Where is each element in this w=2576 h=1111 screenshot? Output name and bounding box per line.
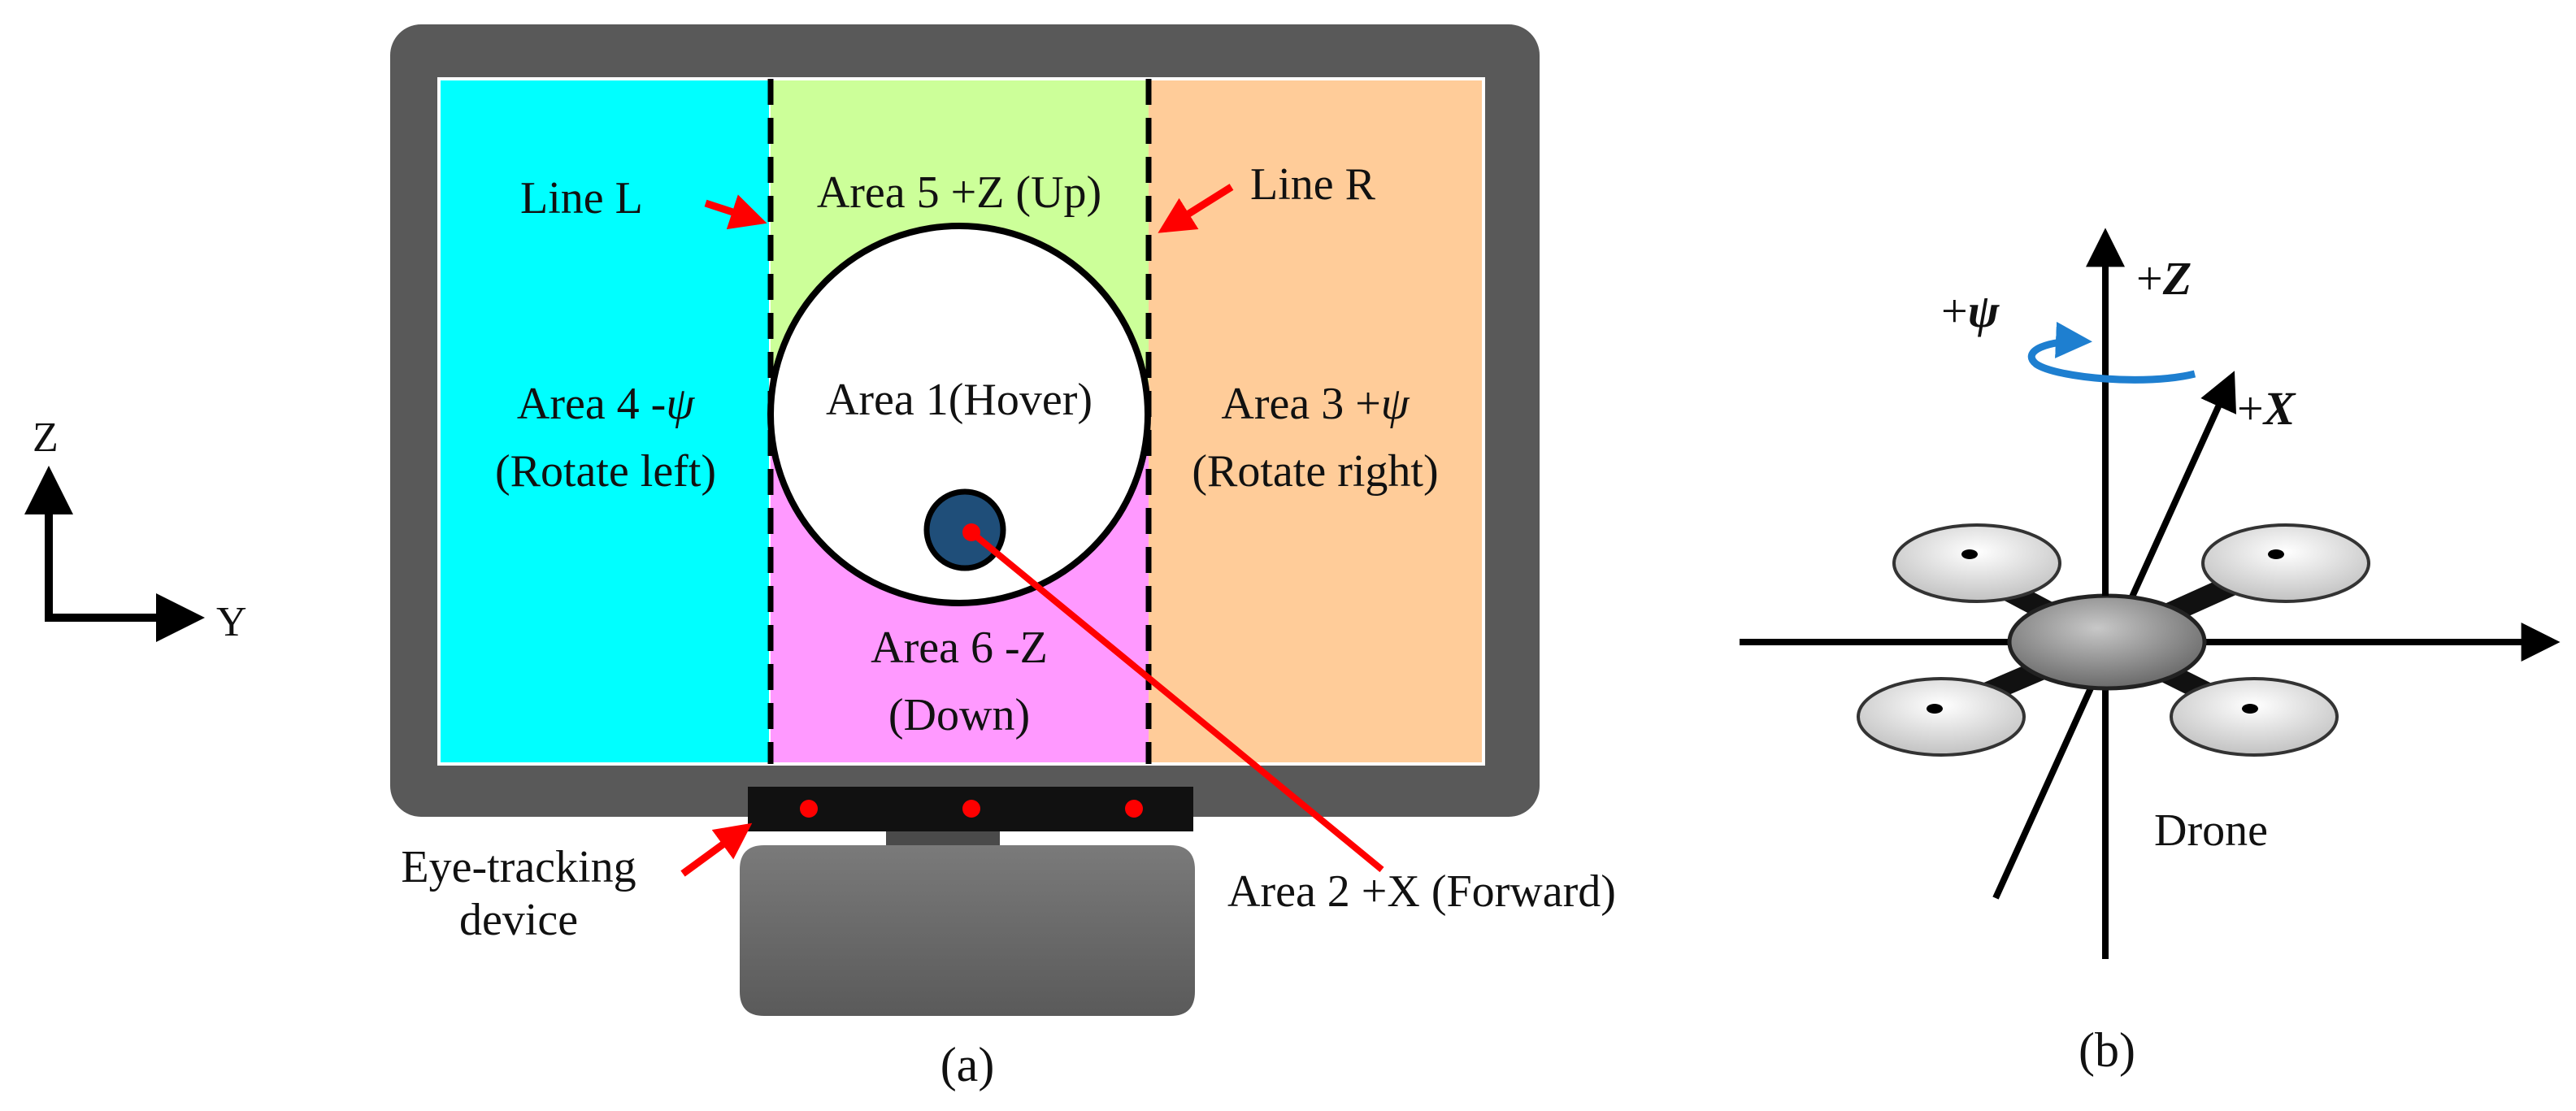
drone-label: Drone — [2154, 805, 2268, 856]
line-r-label: Line R — [1250, 159, 1376, 210]
area-2-leader — [969, 529, 1384, 873]
area-2-label: Area 2 +X (Forward) — [1227, 866, 1616, 917]
area-4-label-line2: (Rotate left) — [495, 446, 716, 497]
rotor-front-left — [1892, 523, 2061, 603]
area-6-label-line2: (Down) — [888, 690, 1030, 740]
rotor-back-right — [2170, 677, 2339, 757]
panel-a: Z Y Area 4 -ψ (Rotate left) Area 5 +Z (U… — [24, 24, 1616, 1091]
eye-tracker-arrow — [680, 822, 753, 877]
z-axis-label: Z — [33, 414, 59, 461]
area-5-label: Area 5 +Z (Up) — [817, 167, 1101, 218]
area-6-label-line1: Area 6 -Z — [871, 623, 1048, 673]
tracker-led-right — [1125, 800, 1143, 818]
line-r-arrow — [1158, 184, 1234, 233]
eye-tracker-label-line1: Eye-tracking — [401, 842, 636, 892]
drone-body — [2007, 593, 2207, 691]
tracker-led-center — [962, 800, 980, 818]
rotor-back-left — [1857, 677, 2026, 757]
panel-a-caption: (a) — [940, 1038, 995, 1091]
plus-z-label: +Z — [2136, 252, 2192, 305]
screen-coord-axes: Z Y — [24, 414, 247, 645]
monitor-base — [740, 845, 1195, 1016]
line-l-arrow — [704, 194, 767, 230]
line-l-label: Line L — [520, 173, 643, 224]
area-3-region — [1149, 79, 1483, 764]
area-1-label: Area 1(Hover) — [826, 375, 1093, 425]
tracker-led-left — [800, 800, 818, 818]
plus-psi-label: +ψ — [1941, 284, 2000, 337]
rotor-front-right — [2201, 523, 2370, 603]
screen-border — [437, 77, 1485, 766]
y-axis-label: Y — [216, 599, 247, 645]
panel-b: +Z +X +ψ Drone (b) — [1740, 228, 2561, 1077]
psi-rotation-arrow — [2027, 321, 2196, 384]
area-4-label-line1: Area 4 -ψ — [517, 379, 695, 429]
panel-b-caption: (b) — [2079, 1023, 2135, 1077]
area-3-label-line2: (Rotate right) — [1192, 446, 1438, 497]
area-3-label-line1: Area 3 +ψ — [1221, 379, 1410, 429]
eye-tracker-label-line2: device — [459, 895, 578, 945]
plus-x-label: +X — [2237, 382, 2296, 435]
